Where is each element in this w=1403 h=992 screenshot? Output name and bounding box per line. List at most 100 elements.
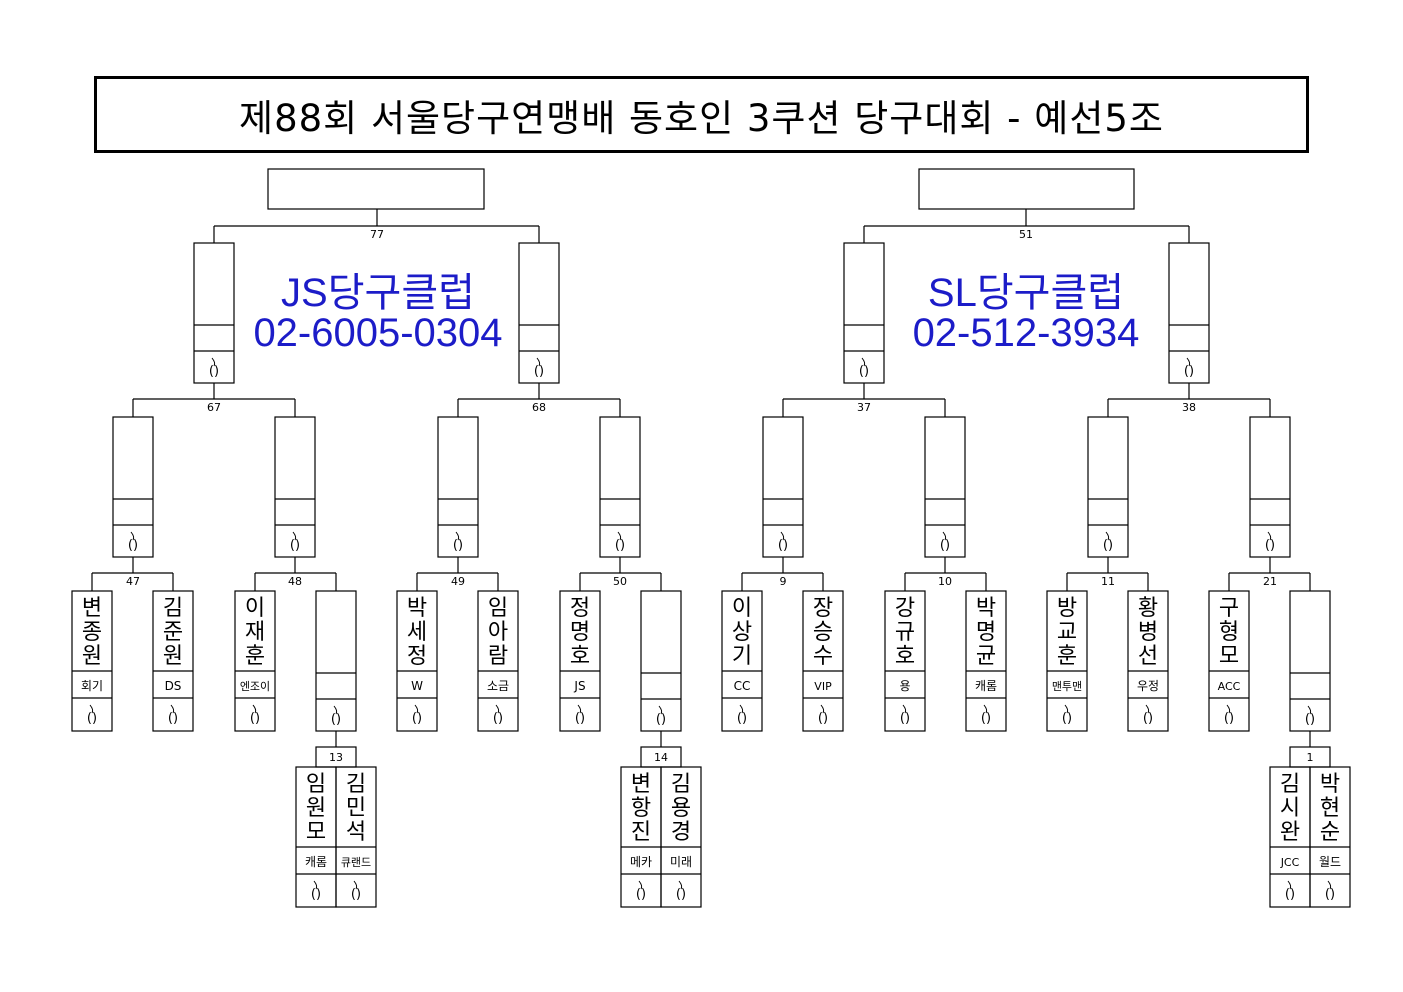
- player-name-char: 호: [570, 644, 590, 669]
- score-mark-slash: [495, 704, 500, 714]
- score-mark-slash: [1145, 704, 1150, 714]
- player-club: JS: [573, 679, 585, 693]
- match-number: 47: [126, 575, 140, 588]
- player-club: CC: [734, 679, 751, 693]
- score-mark-slash: [658, 705, 663, 715]
- player-box: [1309, 766, 1351, 908]
- player-club: 회기: [81, 679, 103, 693]
- player-club: 소금: [487, 679, 509, 693]
- club-info-sl: SL당구클럽 02-512-3934: [866, 273, 1186, 353]
- match-number: 14: [654, 751, 668, 764]
- match-number: 9: [780, 575, 787, 588]
- score-mark: (): [615, 538, 625, 553]
- score-mark-slash: [638, 880, 643, 890]
- score-mark-slash: [333, 705, 338, 715]
- score-mark-slash: [780, 531, 785, 541]
- player-club: JCC: [1280, 856, 1300, 869]
- score-mark-slash: [678, 880, 683, 890]
- score-mark-slash: [1267, 531, 1272, 541]
- player-name-char: 병: [1138, 620, 1158, 645]
- score-mark-slash: [536, 357, 541, 367]
- player-name-char: 상: [732, 620, 752, 645]
- score-mark: (): [168, 711, 178, 726]
- match-number: 38: [1182, 401, 1196, 414]
- club-name: SL당구클럽: [927, 271, 1125, 315]
- match-number: 49: [451, 575, 465, 588]
- score-mark-slash: [1105, 531, 1110, 541]
- player-name-char: 용: [671, 796, 691, 821]
- player-name-char: 박: [976, 596, 996, 621]
- score-mark-slash: [577, 704, 582, 714]
- player-name-char: 김: [671, 772, 691, 797]
- player-name-char: 모: [1219, 644, 1239, 669]
- score-mark: (): [636, 887, 646, 902]
- score-mark: (): [1325, 887, 1335, 902]
- score-mark: (): [311, 887, 321, 902]
- score-mark-slash: [89, 704, 94, 714]
- club-info-js: JS당구클럽 02-6005-0304: [218, 273, 538, 353]
- player-box: [1127, 590, 1169, 732]
- match-number: 68: [532, 401, 546, 414]
- score-mark: (): [209, 364, 219, 379]
- player-box: [396, 590, 438, 732]
- match-number: 13: [329, 751, 343, 764]
- player-name-char: 경: [671, 820, 691, 845]
- player-name-char: 형: [1219, 620, 1239, 645]
- title-text: 제88회 서울당구연맹배 동호인 3쿠션 당구대회 - 예선5조: [239, 96, 1164, 140]
- score-mark: (): [575, 711, 585, 726]
- score-mark: (): [940, 538, 950, 553]
- player-name-char: 이: [245, 596, 265, 621]
- score-mark-slash: [353, 880, 358, 890]
- match-number: 37: [857, 401, 871, 414]
- player-box: [1208, 590, 1250, 732]
- score-mark-slash: [1186, 357, 1191, 367]
- player-name-char: 장: [813, 596, 833, 621]
- match-number: 77: [370, 228, 384, 241]
- score-mark-slash: [1287, 880, 1292, 890]
- score-mark: (): [290, 538, 300, 553]
- player-box: [721, 590, 763, 732]
- player-name-char: 변: [631, 772, 651, 797]
- player-box: [802, 590, 844, 732]
- player-club: 캐롬: [975, 679, 997, 693]
- match-number: 11: [1101, 575, 1115, 588]
- player-name-char: 명: [976, 620, 996, 645]
- score-mark: (): [412, 711, 422, 726]
- player-name-char: 방: [1057, 596, 1077, 621]
- player-box: [335, 766, 377, 908]
- player-club: 메카: [630, 855, 652, 869]
- player-name-char: 박: [407, 596, 427, 621]
- player-name-char: 임: [306, 772, 326, 797]
- score-mark: (): [1184, 364, 1194, 379]
- player-name-char: 김: [1280, 772, 1300, 797]
- score-mark-slash: [1064, 704, 1069, 714]
- score-mark-slash: [1327, 880, 1332, 890]
- score-mark-slash: [861, 357, 866, 367]
- score-mark: (): [351, 887, 361, 902]
- match-number: 10: [938, 575, 952, 588]
- score-mark: (): [250, 711, 260, 726]
- score-mark: (): [1285, 887, 1295, 902]
- score-mark-slash: [414, 704, 419, 714]
- score-mark-slash: [1226, 704, 1231, 714]
- club-phone: 02-512-3934: [912, 311, 1140, 355]
- match-number: 51: [1019, 228, 1033, 241]
- score-mark-slash: [739, 704, 744, 714]
- score-mark-slash: [252, 704, 257, 714]
- match-number: 67: [207, 401, 221, 414]
- score-mark: (): [1305, 712, 1315, 727]
- player-club: 월드: [1319, 855, 1341, 869]
- player-name-char: 훈: [1057, 644, 1077, 669]
- score-mark-slash: [902, 704, 907, 714]
- player-box: [152, 590, 194, 732]
- player-name-char: 호: [895, 644, 915, 669]
- match-number: 1: [1307, 751, 1314, 764]
- score-mark: (): [128, 538, 138, 553]
- player-box: [660, 766, 702, 908]
- player-name-char: 정: [570, 596, 590, 621]
- player-name-char: 세: [407, 620, 427, 645]
- score-mark: (): [818, 711, 828, 726]
- player-name-char: 재: [245, 620, 265, 645]
- player-name-char: 임: [488, 596, 508, 621]
